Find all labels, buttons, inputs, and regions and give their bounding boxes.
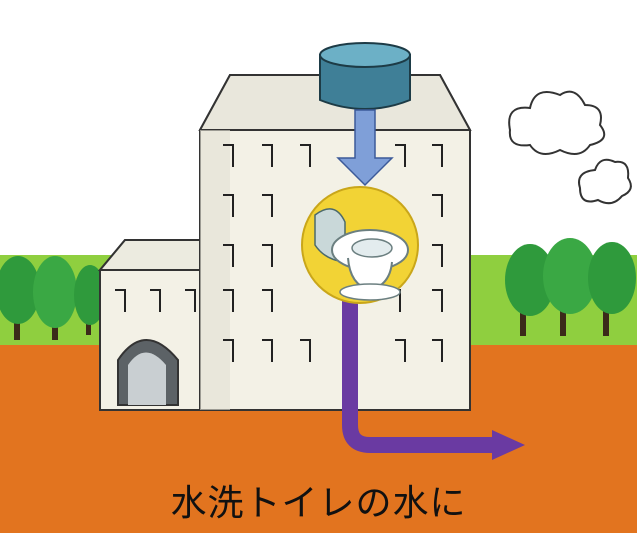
tree-icon xyxy=(0,256,40,340)
tree-icon xyxy=(588,242,636,336)
cloud-icon xyxy=(578,158,632,205)
toilet-icon xyxy=(301,186,419,304)
tree-icon xyxy=(74,265,106,335)
tree-icon xyxy=(543,238,597,336)
down-arrow-icon xyxy=(336,109,394,187)
caption: 水洗トイレの水に xyxy=(170,483,467,524)
tree-icon xyxy=(505,244,555,336)
drain-arrow-icon xyxy=(342,290,525,460)
windows xyxy=(115,144,443,362)
tree-icon xyxy=(33,256,77,340)
water-tank-icon xyxy=(319,42,411,110)
cloud-icon xyxy=(508,90,606,155)
